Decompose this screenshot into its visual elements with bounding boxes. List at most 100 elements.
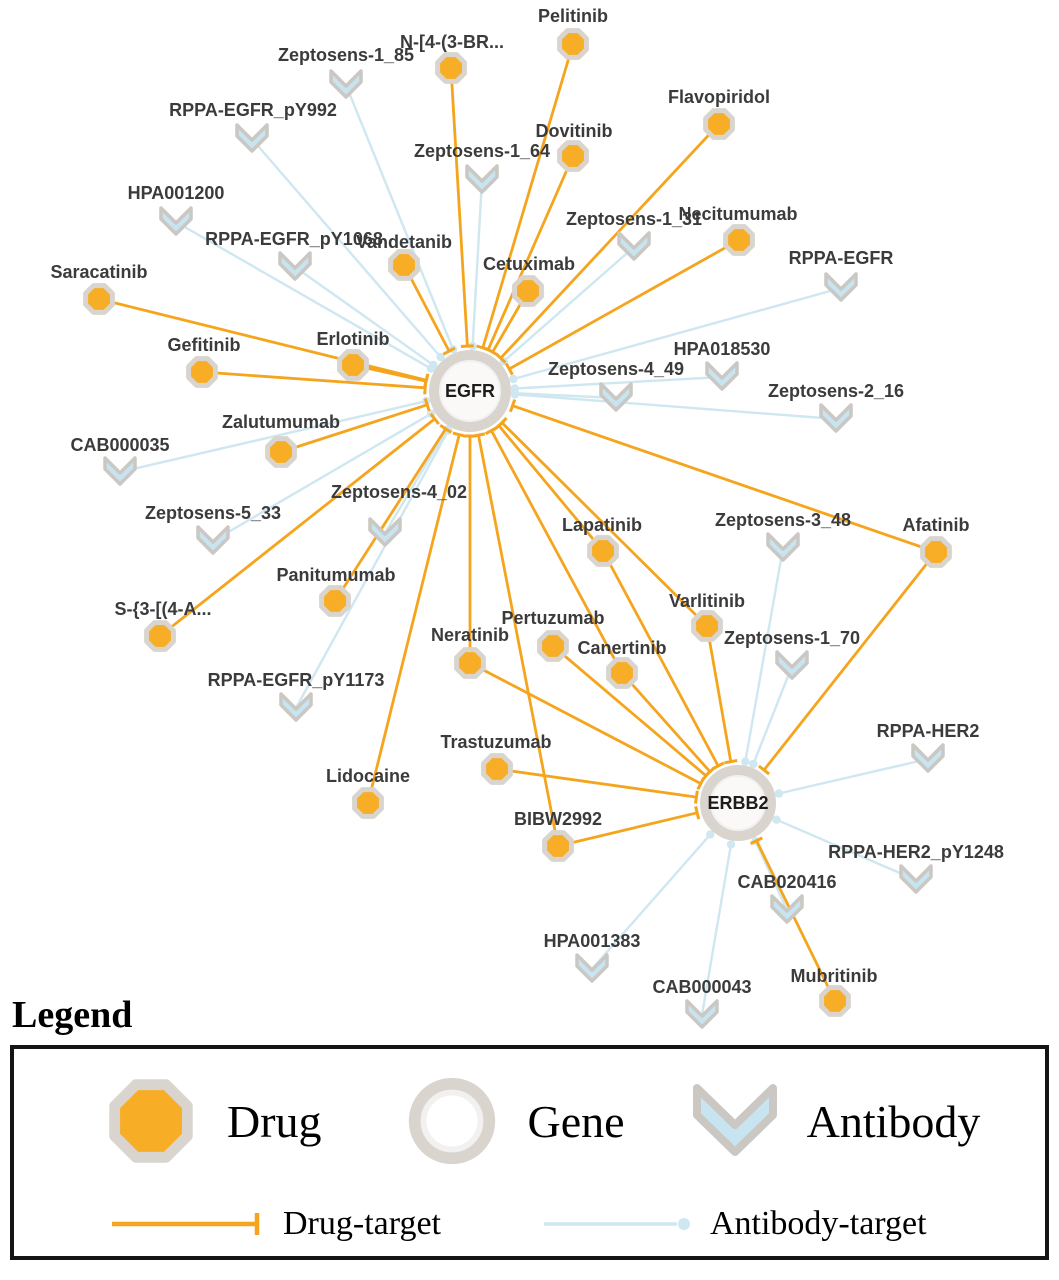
legend-item-drug-target: Drug-target [109, 1205, 441, 1243]
edge-dot-rppa_py1068-EGFR [429, 360, 438, 370]
antibody-node-rppa_py1173[interactable] [279, 692, 313, 722]
edge-dot-cab000043-ERBB2 [726, 840, 736, 849]
edge-drug-panitumumab-EGFR [333, 428, 447, 602]
antibody-node-z3_48[interactable] [766, 532, 800, 562]
drug-node-varlitinib[interactable] [691, 610, 723, 642]
antibody-chevron-icon [599, 382, 633, 412]
edge-tee-panitumumab-EGFR [439, 424, 452, 434]
edge-drug-n4_br-EGFR [449, 67, 469, 347]
node-label-vandetanib: Vandetanib [356, 232, 452, 252]
edge-drug-varlitinib-EGFR [501, 421, 708, 627]
node-label-zalutumumab: Zalutumumab [222, 412, 340, 432]
node-label-bibw2992: BIBW2992 [514, 809, 602, 829]
node-label-afatinib: Afatinib [903, 515, 970, 535]
legend-antibody-label: Antibody [806, 1095, 981, 1147]
antibody-node-rppa_egfr[interactable] [824, 272, 858, 302]
drug-node-s3_4a[interactable] [144, 620, 176, 652]
drug-node-flavopiridol[interactable] [703, 108, 735, 140]
edge-tee-s3_4a-EGFR [429, 412, 440, 425]
edge-dot-z1_70-ERBB2 [749, 759, 758, 769]
drug-node-n4_br[interactable] [435, 52, 467, 84]
node-label-neratinib: Neratinib [431, 625, 509, 645]
edge-antibody-z4_49-EGFR [514, 392, 617, 400]
antibody-node-z4_49[interactable] [599, 382, 633, 412]
edge-drug-gefitinib-EGFR [201, 370, 426, 390]
drug-node-lapatinib[interactable] [587, 535, 619, 567]
antibody-node-cab000035[interactable] [103, 456, 137, 486]
edge-drug-lapatinib-EGFR [497, 424, 605, 552]
edge-dot-rppa_py992-EGFR [436, 352, 445, 362]
node-label-gefitinib: Gefitinib [168, 335, 241, 355]
antibody-chevron-icon [329, 69, 363, 99]
edge-drug-afatinib-EGFR [512, 404, 937, 554]
edge-dot-hpa001383-ERBB2 [706, 830, 715, 839]
edge-drug-bibw2992-ERBB2 [557, 811, 698, 848]
antibody-node-z4_02[interactable] [368, 517, 402, 547]
drug-node-pertuzumab[interactable] [537, 630, 569, 662]
antibody-node-z1_64[interactable] [465, 164, 499, 194]
drug-node-canertinib[interactable] [606, 657, 638, 689]
drug-node-lidocaine[interactable] [352, 787, 384, 819]
edge-antibody-cab020416-ERBB2 [754, 840, 789, 911]
antibody-node-cab000043[interactable] [685, 999, 719, 1029]
drug-node-saracatinib[interactable] [83, 283, 115, 315]
antibody-chevron-icon [819, 403, 853, 433]
legend-item-gene: Gene [400, 1069, 625, 1173]
antibody-node-rppa_py992[interactable] [235, 123, 269, 153]
edge-drug-zalutumumab-EGFR [280, 403, 428, 454]
edge-tee-canertinib-ERBB2 [704, 766, 716, 778]
drug-node-cetuximab[interactable] [512, 275, 544, 307]
node-label-lapatinib: Lapatinib [562, 515, 642, 535]
node-label-dovitinib: Dovitinib [536, 121, 613, 141]
antibody-node-rppa_py1068[interactable] [278, 251, 312, 281]
antibody-node-rppa_her2[interactable] [911, 743, 945, 773]
antibody-node-z1_31[interactable] [617, 231, 651, 261]
antibody-chevron-icon [766, 532, 800, 562]
antibody-node-hpa018530[interactable] [705, 361, 739, 391]
drug-node-afatinib[interactable] [920, 536, 952, 568]
node-label-z1_31: Zeptosens-1_31 [566, 209, 702, 229]
drug-node-erlotinib[interactable] [337, 349, 369, 381]
antibody-node-z1_70[interactable] [775, 650, 809, 680]
antibody-node-z1_85[interactable] [329, 69, 363, 99]
drug-node-neratinib[interactable] [454, 647, 486, 679]
drug-octagon-icon [703, 108, 735, 140]
node-label-hpa001200: HPA001200 [128, 183, 225, 203]
edge-antibody-rppa_her2-ERBB2 [778, 757, 929, 795]
legend-node-types-row: Drug Gene Antibody [14, 1069, 1045, 1173]
edge-drug-pertuzumab-ERBB2 [552, 644, 707, 777]
drug-node-dovitinib[interactable] [557, 140, 589, 172]
drug-node-panitumumab[interactable] [319, 585, 351, 617]
antibody-node-z2_16[interactable] [819, 403, 853, 433]
gene-node-ERBB2[interactable]: ERBB2 [700, 765, 776, 841]
node-label-s3_4a: S-{3-[(4-A... [114, 599, 211, 619]
drug-node-bibw2992[interactable] [542, 830, 574, 862]
edge-drug-necitumumab-EGFR [508, 238, 740, 371]
antibody-node-hpa001200[interactable] [159, 206, 193, 236]
edge-tee-neratinib-ERBB2 [696, 777, 706, 790]
drug-node-mubritinib[interactable] [819, 985, 851, 1017]
antibody-node-cab020416[interactable] [770, 894, 804, 924]
gene-node-EGFR[interactable]: EGFR [429, 350, 511, 432]
antibody-node-rppa_py1248[interactable] [899, 864, 933, 894]
edge-tee-varlitinib-EGFR [496, 417, 508, 429]
antibody-chevron-icon [368, 517, 402, 547]
edge-antibody-hpa001383-ERBB2 [591, 833, 712, 970]
drug-node-trastuzumab[interactable] [481, 753, 513, 785]
node-label-hpa001383: HPA001383 [544, 931, 641, 951]
drug-node-necitumumab[interactable] [723, 224, 755, 256]
node-label-z2_16: Zeptosens-2_16 [768, 381, 904, 401]
legend-title: Legend [12, 994, 133, 1036]
edge-drug-mubritinib-ERBB2 [755, 840, 837, 1002]
edge-antibody-rppa_egfr-EGFR [513, 286, 842, 381]
antibody-node-z5_33[interactable] [196, 525, 230, 555]
edge-antibody-z4_02-EGFR [383, 428, 448, 534]
edge-tee-lidocaine-EGFR [452, 431, 466, 438]
drug-node-pelitinib[interactable] [557, 28, 589, 60]
drug-node-zalutumumab[interactable] [265, 436, 297, 468]
node-label-cab020416: CAB020416 [737, 872, 836, 892]
antibody-node-hpa001383[interactable] [575, 953, 609, 983]
drug-node-gefitinib[interactable] [186, 356, 218, 388]
nodes-layer: EGFR ERBB2 [83, 28, 952, 1029]
drug-node-vandetanib[interactable] [388, 249, 420, 281]
